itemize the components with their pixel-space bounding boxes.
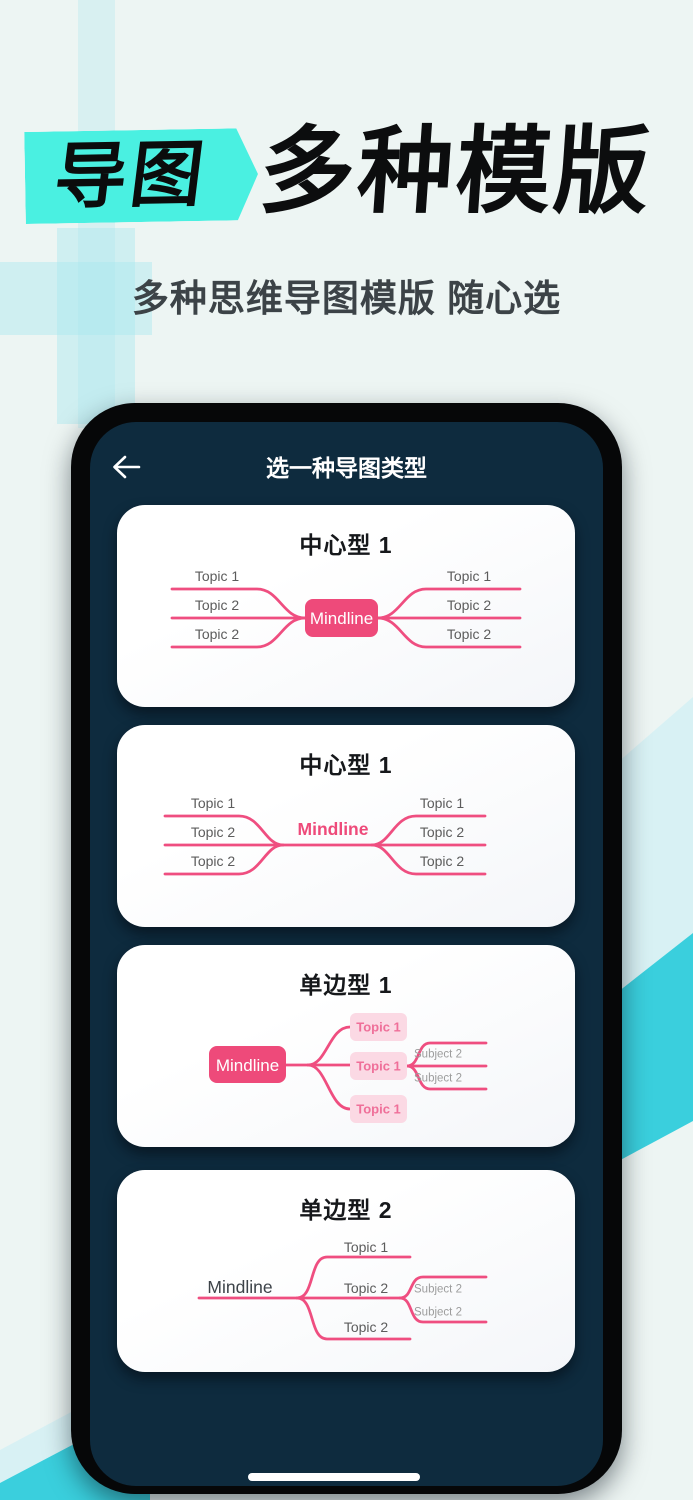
- deco-plus-horizontal-arm: [0, 262, 152, 335]
- root-node: [209, 1046, 286, 1083]
- subject-label: Subject 2: [414, 1284, 462, 1296]
- card-title: 中心型 1: [299, 752, 393, 778]
- mindmap-oneside-line: Mindline Topic 1 Topic 2 Topic 2 Subject…: [197, 1239, 488, 1341]
- card-title: 中心型 1: [299, 532, 393, 558]
- back-button[interactable]: [108, 450, 144, 486]
- branch-lines: [170, 587, 522, 649]
- topic-label: Topic 1: [420, 795, 465, 811]
- hero-badge-label: 导图: [50, 134, 212, 218]
- root-label: Mindline: [207, 1277, 272, 1297]
- topic-label: Topic 2: [420, 824, 465, 840]
- mindmap-center-line: Mindline Topic 1 Topic 2 Topic 2 Topic 1…: [163, 795, 487, 876]
- topic-label: Topic 1: [344, 1239, 389, 1255]
- root-label: Mindline: [216, 1056, 279, 1075]
- nav-bar: 选一种导图类型: [90, 446, 603, 490]
- topic-label: Topic 2: [191, 824, 236, 840]
- deco-plus-vertical-arm: [57, 228, 135, 424]
- hero-title: 多种模版: [256, 119, 656, 225]
- template-card-oneside-boxed[interactable]: 单边型 1 Mindline: [117, 945, 575, 1147]
- mindmap-oneside-boxed: Mindline Topic 1 Topic 1 Topic 1 Subject…: [209, 1013, 488, 1123]
- phone-mockup: 选一种导图类型 中心型 1 Mindline Topic 1: [71, 403, 622, 1494]
- root-label: Mindline: [298, 819, 369, 839]
- page-title: 选一种导图类型: [266, 455, 427, 481]
- topic-label: Topic 1: [356, 1020, 401, 1035]
- branch-lines: [197, 1255, 488, 1341]
- home-indicator[interactable]: [248, 1473, 420, 1481]
- topic-node: [350, 1095, 407, 1123]
- topic-label: Topic 1: [191, 795, 236, 811]
- template-card-center-line[interactable]: 中心型 1 Mindline Topic 1 Topic 2 Topic 2 T…: [117, 725, 575, 927]
- phone-screen: 选一种导图类型 中心型 1 Mindline Topic 1: [90, 422, 603, 1486]
- template-card-center-boxed[interactable]: 中心型 1 Mindline Topic 1 Topic 2 Topic 2: [117, 505, 575, 707]
- topic-label: Topic 1: [447, 568, 492, 584]
- topic-node: [350, 1052, 407, 1080]
- root-node: [305, 599, 378, 637]
- card-title: 单边型 1: [299, 972, 393, 998]
- hero-badge: 导图: [24, 128, 259, 224]
- topic-label: Topic 2: [344, 1280, 389, 1296]
- mindmap-center-boxed: Mindline Topic 1 Topic 2 Topic 2 Topic 1…: [170, 568, 522, 649]
- subject-label: Subject 2: [414, 1073, 462, 1085]
- topic-label: Topic 2: [420, 853, 465, 869]
- topic-label: Topic 2: [195, 626, 240, 642]
- branch-lines: [163, 814, 487, 876]
- topic-label: Topic 2: [191, 853, 236, 869]
- back-arrow-icon: [113, 455, 141, 478]
- card-title: 单边型 2: [299, 1197, 393, 1223]
- topic-label: Topic 2: [447, 597, 492, 613]
- topic-label: Topic 2: [195, 597, 240, 613]
- topic-label: Topic 1: [356, 1102, 401, 1117]
- topic-label: Topic 1: [195, 568, 240, 584]
- subject-label: Subject 2: [414, 1049, 462, 1061]
- topic-label: Topic 1: [356, 1059, 401, 1074]
- subject-label: Subject 2: [414, 1307, 462, 1319]
- hero-subtitle: 多种思维导图模版 随心选: [131, 278, 562, 319]
- root-label: Mindline: [310, 609, 373, 628]
- topic-label: Topic 2: [447, 626, 492, 642]
- branch-lines: [284, 1025, 488, 1111]
- topic-label: Topic 2: [344, 1319, 389, 1335]
- template-card-oneside-line[interactable]: 单边型 2 Mindline Topic 1 Topic 2 Topic 2 S…: [117, 1170, 575, 1372]
- topic-node: [350, 1013, 407, 1041]
